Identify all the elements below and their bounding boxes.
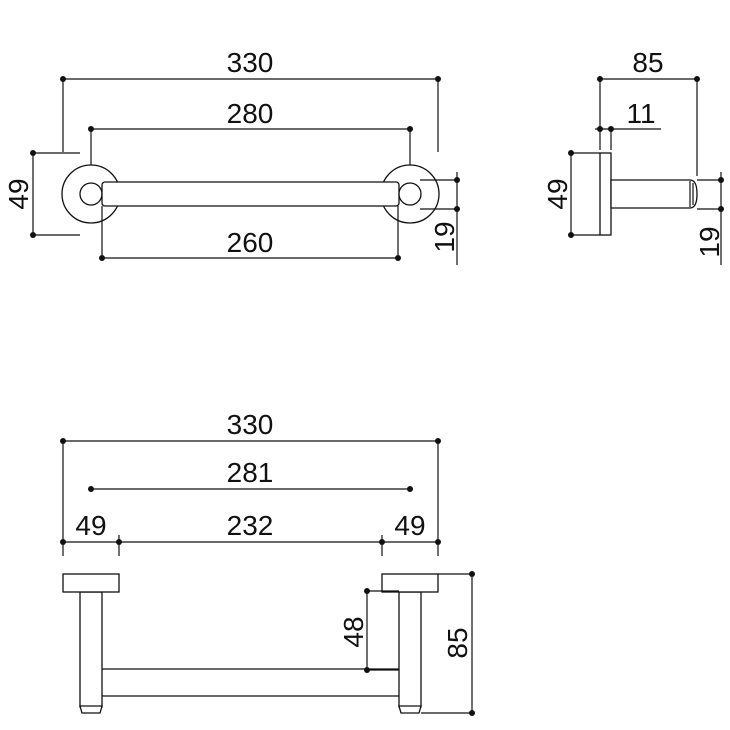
dim-label: 330 <box>227 409 274 440</box>
dim-label: 280 <box>227 98 274 129</box>
dim-label: 19 <box>694 226 725 257</box>
dim-top-segments: 49 232 49 <box>60 510 441 556</box>
towel-bar <box>101 181 400 207</box>
dim-top-bar-offset: 48 <box>338 588 399 673</box>
dim-front-bar-dia: 19 <box>420 172 460 265</box>
dim-label: 85 <box>632 47 663 78</box>
dim-front-overall: 330 <box>60 47 441 152</box>
dim-label: 281 <box>227 457 274 488</box>
dim-label: 260 <box>227 227 274 258</box>
left-flange <box>61 164 121 224</box>
dim-side-projection: 85 <box>597 47 700 176</box>
dim-label: 49 <box>394 510 425 541</box>
dim-label: 232 <box>227 510 274 541</box>
dim-label: 48 <box>338 616 369 647</box>
dim-front-base: 49 <box>3 150 80 238</box>
dim-label: 330 <box>227 47 274 78</box>
dim-side-bar-dia: 19 <box>694 172 725 265</box>
front-view: 330 280 260 <box>3 47 460 265</box>
side-view: 85 11 49 19 <box>542 47 725 265</box>
dim-label: 49 <box>3 178 34 209</box>
side-post <box>610 179 698 209</box>
top-view: 330 281 49 232 49 <box>60 409 475 716</box>
dim-front-centres: 280 <box>88 98 413 180</box>
top-bar <box>95 668 407 697</box>
dim-label: 49 <box>542 178 573 209</box>
dim-label: 11 <box>626 98 655 129</box>
dim-top-overall: 330 <box>60 409 441 556</box>
top-right-post <box>381 573 439 714</box>
dim-label: 19 <box>429 221 460 252</box>
dim-label: 49 <box>75 510 106 541</box>
side-base-plate <box>599 152 612 236</box>
dim-side-base-thickness: 11 <box>595 98 661 150</box>
dim-top-projection: 85 <box>421 571 475 716</box>
dim-label: 85 <box>442 627 473 658</box>
top-left-post <box>62 573 120 714</box>
dim-top-centres: 281 <box>88 457 413 492</box>
dim-front-bar: 260 <box>99 206 401 261</box>
dim-side-base: 49 <box>542 150 600 238</box>
